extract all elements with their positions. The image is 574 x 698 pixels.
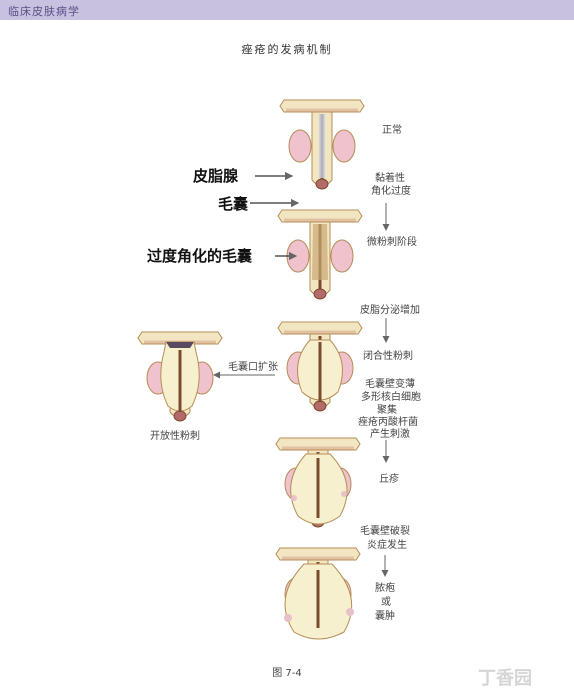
follicle-pustule [274,546,362,640]
label-hyperkeratotic-follicle: 过度角化的毛囊 [147,247,253,265]
stage-change-3: 聚集 [377,405,397,416]
stage-rupture-2: 炎症发生 [367,540,407,551]
stage-pore-dilation: 毛囊口扩张 [228,362,278,373]
stage-closed-comedone: 闭合性粉刺 [363,351,413,362]
stage-change-5: 产生刺激 [370,429,410,440]
follicle-microcomedone [276,208,364,301]
stage-keratinization-1: 黏着性 [375,173,405,184]
follicle-closed-comedone [276,320,364,413]
stage-rupture-1: 毛囊壁破裂 [360,526,410,537]
stage-pustule: 脓疱 [375,583,395,594]
stage-microcomedone: 微粉刺阶段 [367,237,417,248]
stage-or: 或 [381,597,391,608]
stage-change-4: 痤疮丙酸杆菌 [358,417,418,428]
page-title: 痤疮的发病机制 [241,43,333,56]
follicle-papule [274,436,362,529]
label-hair-follicle: 毛囊 [218,195,249,213]
header-band [0,0,574,20]
stage-sebum-increase: 皮脂分泌增加 [360,305,420,316]
watermark-logo: 丁香园 [478,668,532,689]
stage-keratinization-2: 角化过度 [371,186,411,197]
stage-normal: 正常 [382,125,402,136]
book-title: 临床皮肤病学 [8,5,80,18]
label-sebaceous-gland: 皮脂腺 [193,167,239,185]
stage-change-1: 毛囊壁变薄 [365,379,415,390]
follicle-normal [278,98,366,191]
follicle-open-comedone [136,330,224,423]
stage-open-comedone: 开放性粉刺 [150,431,200,442]
stage-cyst: 囊肿 [375,611,395,622]
stage-change-2: 多形核白细胞 [361,392,421,403]
figure-caption: 图 7-4 [272,668,302,679]
stage-papule: 丘疹 [379,474,399,485]
